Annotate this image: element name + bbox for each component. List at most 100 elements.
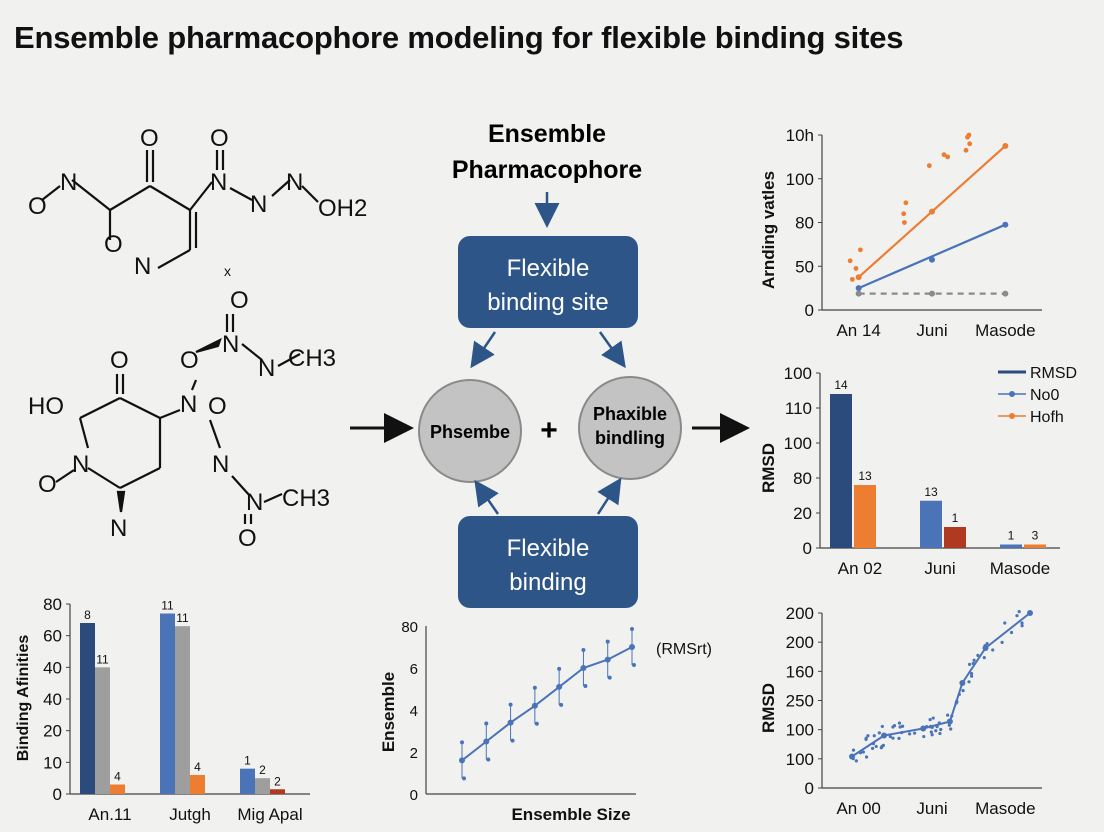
scatter-point bbox=[847, 258, 853, 264]
scatter-point bbox=[947, 723, 951, 727]
y-tick-label: 60 bbox=[43, 627, 62, 646]
arrow-up-left bbox=[474, 479, 500, 515]
scatter-point bbox=[880, 724, 884, 729]
scatter-point bbox=[941, 152, 947, 158]
flow-diagram: Ensemble Pharmacophore Flexible binding … bbox=[350, 120, 750, 608]
atom-label: N bbox=[212, 451, 229, 478]
error-cap bbox=[559, 702, 564, 707]
scatter-point bbox=[971, 661, 975, 666]
y-tick-label: 0 bbox=[53, 785, 62, 804]
scatter-point bbox=[939, 727, 943, 732]
scatter-point bbox=[930, 733, 934, 737]
y-tick-label: 110 bbox=[785, 399, 812, 418]
legend-label: RMSD bbox=[1030, 365, 1077, 382]
y-tick-label: 2 bbox=[410, 745, 418, 762]
error-cap bbox=[630, 627, 634, 631]
bar bbox=[160, 613, 175, 794]
scatter-point bbox=[945, 154, 951, 160]
y-tick-label: 100 bbox=[784, 434, 812, 453]
y-axis-label: Ensemble bbox=[379, 672, 398, 752]
scatter-point bbox=[908, 732, 912, 736]
y-tick-label: 200 bbox=[786, 633, 814, 652]
scatter-point bbox=[1020, 621, 1024, 625]
scatter-point bbox=[991, 648, 995, 652]
atom-label: N bbox=[110, 515, 127, 542]
scatter-point bbox=[938, 731, 942, 736]
flexible-binding-box bbox=[458, 516, 638, 608]
data-point bbox=[929, 256, 935, 263]
arrow-to-right-circle bbox=[598, 331, 626, 369]
scatter-point bbox=[903, 200, 909, 206]
scatter-point bbox=[879, 746, 883, 750]
y-tick-label: 100 bbox=[786, 721, 814, 740]
error-cap bbox=[510, 738, 515, 743]
scatter-point bbox=[900, 730, 904, 735]
x-tick-label: Masode bbox=[990, 559, 1050, 578]
atom-label: N bbox=[250, 191, 267, 218]
scatter-point bbox=[1000, 640, 1004, 644]
box-top-line1: Flexible bbox=[507, 255, 590, 282]
bar bbox=[95, 667, 110, 794]
scatter-point bbox=[898, 725, 902, 729]
y-tick-label: 100 bbox=[786, 170, 814, 189]
scatter-point bbox=[1017, 610, 1021, 614]
scatter-point bbox=[872, 734, 876, 738]
page-title: Ensemble pharmacophore modeling for flex… bbox=[14, 20, 904, 55]
atom-label: CH3 bbox=[282, 485, 330, 512]
marker-x: x bbox=[224, 263, 231, 279]
bar-value-label: 11 bbox=[161, 599, 174, 613]
y-tick-label: 40 bbox=[43, 690, 62, 709]
bar bbox=[240, 768, 255, 794]
y-tick-label: 0 bbox=[410, 787, 418, 804]
x-tick-label: Masode bbox=[975, 799, 1035, 818]
trend-point bbox=[1027, 610, 1033, 616]
scatter-point bbox=[954, 699, 959, 704]
y-tick-label: 6 bbox=[410, 661, 418, 678]
scatter-point bbox=[858, 751, 863, 755]
y-tick-label: 10 bbox=[43, 753, 62, 772]
scatter-point bbox=[937, 721, 941, 725]
y-tick-label: 0 bbox=[805, 301, 814, 320]
x-tick-label: An 00 bbox=[836, 799, 880, 818]
bar-value-label: 2 bbox=[259, 763, 266, 777]
atom-label: N bbox=[134, 253, 151, 280]
annotation: (RMSrt) bbox=[656, 641, 712, 658]
scatter-point bbox=[928, 717, 932, 722]
bar bbox=[110, 784, 125, 794]
atom-label: N bbox=[210, 169, 227, 196]
scatter-point bbox=[929, 730, 933, 734]
scatter-point bbox=[866, 734, 870, 738]
error-cap bbox=[534, 721, 539, 726]
box-bottom-line2: binding bbox=[509, 569, 586, 596]
scatter-point bbox=[985, 641, 989, 646]
scatter-point bbox=[851, 757, 855, 761]
atom-label: N bbox=[258, 355, 275, 382]
y-tick-label: 50 bbox=[795, 257, 814, 276]
atom-label: O bbox=[208, 393, 227, 420]
scatter-point bbox=[877, 731, 881, 735]
series-line bbox=[461, 646, 633, 762]
error-cap bbox=[484, 721, 489, 726]
scatter-point bbox=[864, 736, 868, 740]
data-point bbox=[1002, 142, 1009, 149]
atom-label: N bbox=[286, 169, 303, 196]
bar bbox=[80, 623, 95, 794]
scatter-point bbox=[864, 755, 869, 759]
y-tick-label: 0 bbox=[803, 539, 812, 558]
atom-label: N bbox=[222, 331, 239, 358]
scatter-point bbox=[969, 672, 974, 676]
error-cap bbox=[508, 702, 513, 707]
scatter-point bbox=[897, 736, 901, 740]
scatter-point bbox=[935, 725, 939, 729]
scatter-point bbox=[888, 735, 892, 739]
circle-right-line2: bindling bbox=[595, 428, 665, 448]
bar-value-label: 2 bbox=[274, 774, 281, 788]
data-point bbox=[483, 738, 490, 745]
data-point bbox=[855, 274, 862, 281]
scatter-point bbox=[853, 266, 859, 271]
data-point bbox=[556, 683, 563, 690]
error-cap bbox=[462, 776, 466, 781]
